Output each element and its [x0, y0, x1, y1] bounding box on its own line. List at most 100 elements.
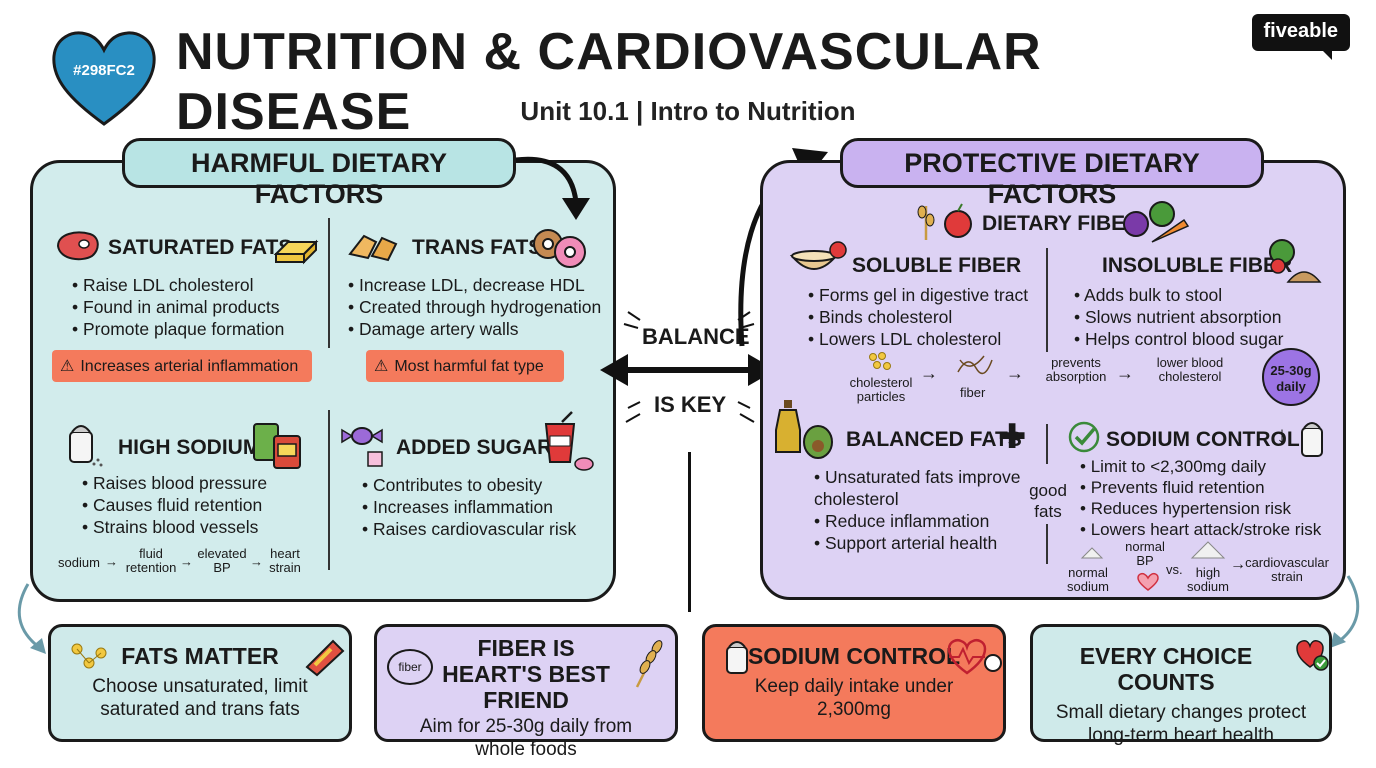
salt-shaker-icon — [69, 425, 103, 467]
balanced-fats-list: Unsaturated fats improve cholesterol Red… — [814, 466, 1028, 554]
list-item: Reduce inflammation — [814, 510, 1028, 532]
checkmark-icon — [1068, 421, 1100, 453]
curved-arrow-icon — [515, 156, 590, 220]
soda-cup-icon — [544, 411, 594, 471]
sodium-flow-step: normal BP — [1125, 539, 1165, 568]
warning-icon: ⚠ — [60, 358, 75, 375]
card-heading: FATS MATTER — [121, 643, 279, 669]
divider — [328, 410, 330, 570]
salt-pile-icon — [1080, 547, 1104, 559]
saturated-fats-list: Raise LDL cholesterol Found in animal pr… — [72, 274, 322, 340]
list-item: Reduces hypertension risk — [1080, 498, 1342, 519]
list-item: Prevents fluid retention — [1080, 477, 1342, 498]
trans-fats-list: Increase LDL, decrease HDL Created throu… — [348, 274, 618, 340]
list-item: Lowers heart attack/stroke risk — [1080, 519, 1342, 540]
artery-icon — [305, 639, 345, 677]
flow-arrow: → — [180, 554, 193, 569]
list-item: Support arterial health — [814, 532, 1028, 554]
list-item: Raises blood pressure — [82, 472, 322, 494]
sodium-flow-step: elevated BP — [197, 546, 247, 575]
page-subtitle: Unit 10.1 | Intro to Nutrition — [520, 96, 856, 126]
curved-arrow-icon — [17, 583, 46, 654]
warning-icon: ⚠ — [374, 358, 389, 375]
good-fats-label: good fats — [1029, 481, 1067, 521]
card-heading: EVERY CHOICE COUNTS — [1079, 643, 1253, 695]
list-item: Strains blood vessels — [82, 516, 322, 538]
donut-icon — [533, 229, 586, 268]
card-body: Small dietary changes protect long-term … — [1055, 702, 1307, 746]
added-sugars-list: Contributes to obesity Increases inflamm… — [362, 474, 612, 540]
flow-arrow: → — [250, 554, 263, 569]
heart-tag-text: #298FC2 — [73, 62, 135, 79]
fiber-flow-step: fiber — [960, 385, 986, 400]
heart-icon — [1137, 572, 1159, 591]
list-item: Limit to <2,300mg daily — [1080, 456, 1342, 477]
brand-logo: fiveable — [1251, 14, 1350, 60]
list-item: Increases inflammation — [362, 496, 612, 518]
oatmeal-bowl-icon — [789, 241, 847, 270]
harmful-panel-title: HARMFUL DIETARY FACTORS — [122, 138, 516, 209]
divider — [1046, 424, 1048, 464]
fiber-strands-icon — [957, 355, 993, 375]
divider — [1046, 248, 1048, 352]
salt-shaker-icon — [726, 641, 748, 674]
sodium-flow-step: normal sodium — [1067, 565, 1109, 594]
list-item: Created through hydrogenation — [348, 296, 618, 318]
flow-arrow: → — [1006, 363, 1024, 383]
plus-icon: ✚ — [998, 418, 1027, 456]
fiber-daily-badge: 25-30g daily — [1262, 348, 1320, 406]
card-heading: SODIUM CONTROL — [747, 643, 961, 669]
sodium-control-heading: SODIUM CONTROL — [1106, 428, 1300, 451]
flow-arrow: → — [1116, 363, 1134, 383]
soluble-fiber-list: Forms gel in digestive tract Binds chole… — [808, 284, 1044, 350]
fiber-cycle-icon: fiber — [387, 649, 433, 685]
sodium-flow-step: cardiovascular strain — [1245, 555, 1329, 584]
sodium-flow-step: heart strain — [269, 546, 301, 575]
is-key-label: IS KEY — [654, 392, 727, 417]
list-item: Increase LDL, decrease HDL — [348, 274, 618, 296]
saturated-warning-badge: ⚠Increases arterial inflammation — [52, 350, 312, 382]
divider — [1046, 524, 1048, 564]
particles-icon — [869, 352, 891, 370]
butter-icon — [273, 239, 319, 265]
trans-fats-heading: TRANS FATS — [412, 236, 543, 259]
high-sodium-list: Raises blood pressure Causes fluid reten… — [82, 472, 322, 538]
balance-label: BALANCE — [642, 324, 750, 349]
sodium-flow-step: sodium — [58, 555, 100, 570]
balanced-fats-heading: BALANCED FATS — [846, 428, 1022, 451]
fried-food-icon — [348, 234, 398, 262]
list-item: Causes fluid retention — [82, 494, 322, 516]
down-arrow-icon: ↓ — [1276, 422, 1288, 449]
flow-arrow: → — [105, 554, 118, 569]
center-divider — [688, 452, 691, 612]
list-item: Unsaturated fats improve cholesterol — [814, 466, 1028, 510]
salt-pile-icon — [1190, 541, 1226, 559]
list-item: Helps control blood sugar — [1074, 328, 1324, 350]
page-title: NUTRITION & CARDIOVASCULAR DISEASE — [176, 23, 1042, 141]
card-fats-matter: FATS MATTER Choose unsaturated, limit sa… — [48, 624, 352, 742]
flow-arrow: → — [1230, 556, 1246, 573]
greens-grains-icon — [1269, 239, 1322, 283]
canned-food-icon — [253, 423, 301, 469]
card-fiber-best-friend: fiber FIBER IS HEART'S BEST FRIEND Aim f… — [374, 624, 678, 760]
list-item: Damage artery walls — [348, 318, 618, 340]
insoluble-fiber-heading: INSOLUBLE FIBER — [1102, 254, 1293, 277]
oil-avocado-icon — [775, 400, 833, 459]
list-item: Raise LDL cholesterol — [72, 274, 322, 296]
card-every-choice: EVERY CHOICE COUNTS Small dietary change… — [1030, 624, 1332, 746]
fiber-flow-step: prevents absorption — [1045, 355, 1107, 384]
fiber-flow-step: lower blood cholesterol — [1156, 355, 1224, 384]
list-item: Promote plaque formation — [72, 318, 322, 340]
added-sugars-heading: ADDED SUGARS — [396, 436, 567, 459]
heart-check-icon — [1296, 640, 1329, 671]
warning-text: Most harmful fat type — [394, 358, 544, 375]
list-item: Raises cardiovascular risk — [362, 518, 612, 540]
card-body: Aim for 25-30g daily from whole foods — [419, 716, 633, 760]
list-item: Slows nutrient absorption — [1074, 306, 1324, 328]
list-item: Found in animal products — [72, 296, 322, 318]
saturated-fats-heading: SATURATED FATS — [108, 236, 293, 259]
list-item: Lowers LDL cholesterol — [808, 328, 1044, 350]
trans-warning-badge: ⚠ Most harmful fat type — [366, 350, 564, 382]
card-sodium-control: SODIUM CONTROL Keep daily intake under 2… — [702, 624, 1006, 742]
vegetables-icon — [1123, 201, 1190, 243]
